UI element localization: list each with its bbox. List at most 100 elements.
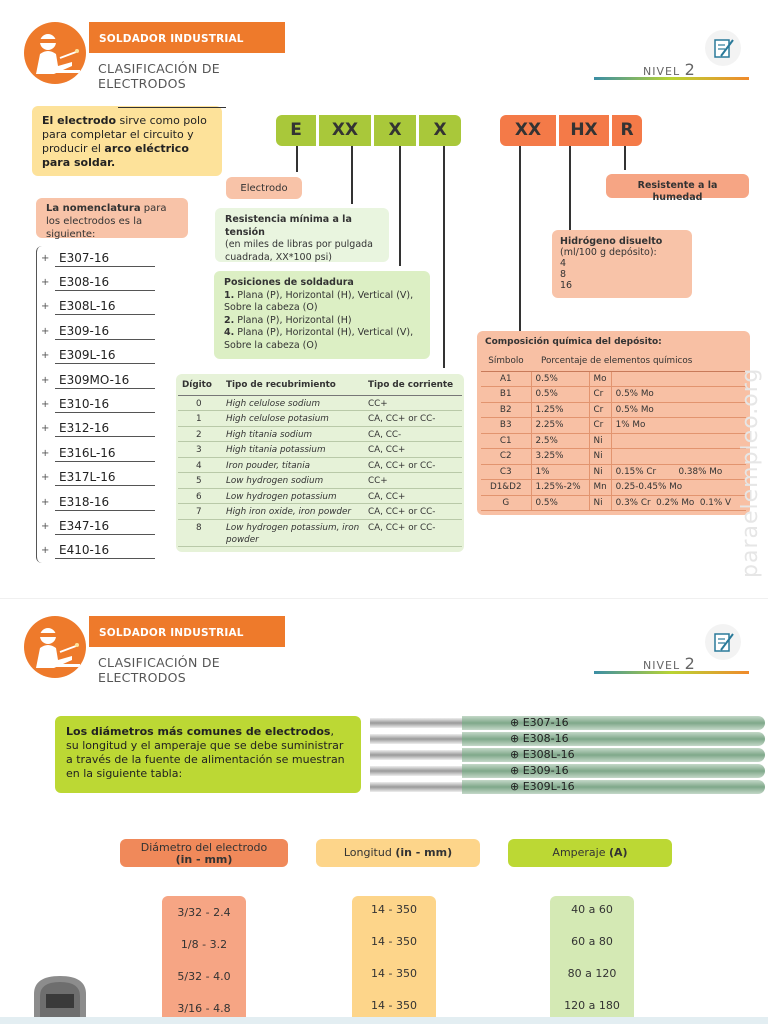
electrode-rod: ⊕ E308L-16 [370,748,765,762]
table-cell: CA, CC+ [364,441,462,458]
table-cell: Cr [589,417,612,434]
table-header: Símbolo [481,351,531,372]
table-cell: 7 [178,503,222,520]
humedad-label: Resistente a la humedad [606,174,749,203]
amperaje-column: 40 a 60 60 a 80 80 a 120 120 a 180 [550,896,634,1024]
table-cell: High celulose sodium [222,395,364,411]
table-cell [611,448,746,465]
code-group-1: E XX X X [276,115,461,146]
header-subtitle: CLASIFICACIÓN DE ELECTRODOS [98,61,220,91]
diametro-column: 3/32 - 2.4 1/8 - 3.2 5/32 - 4.0 3/16 - 4… [162,896,246,1024]
table-cell: 0.15% Cr 0.38% Mo [611,464,746,480]
table-cell: 2.25% [531,417,590,434]
table-cell: C3 [481,464,532,480]
electrode-rods: ⊕ E307-16 ⊕ E308-16 ⊕ E308L-16 ⊕ E309-16… [370,716,765,796]
table-cell: 0 [178,395,222,411]
table-cell: Ni [589,448,612,465]
table-cell: Cr [589,402,612,418]
table-cell: 14 - 350 [371,999,417,1012]
table-cell: 1.25% [531,402,590,418]
welder-logo-icon [24,616,86,678]
table-cell: Low hydrogen potassium [222,488,364,504]
header-title: SOLDADOR INDUSTRIAL [89,22,285,53]
decorative-bar [0,1017,768,1024]
table-cell: Ni [589,433,612,449]
nivel-indicator: NIVEL 2 [643,654,696,673]
table-cell: CA, CC- [364,426,462,442]
table-cell [611,371,746,387]
code-cell-xx: XX [319,115,371,146]
code-cell-e: E [276,115,316,146]
hidrogeno-box: Hidrógeno disuelto (ml/100 g depósito): … [552,230,692,298]
table-cell: CA, CC+ [364,488,462,504]
list-item: +E318-16 [41,490,166,514]
table-cell: CC+ [364,472,462,489]
table-cell: 8 [178,519,222,547]
table-cell: 1.25%-2% [531,479,590,496]
table-cell: B3 [481,417,532,434]
table-cell: B2 [481,402,532,418]
resistencia-box: Resistencia mínima a la tensión (en mile… [215,208,389,263]
longitud-header: Longitud (in - mm) [316,839,480,867]
code-cell-r: R [612,115,642,146]
table-cell: 0.25-0.45% Mo [611,479,746,496]
table-cell: 0.3% Cr 0.2% Mo 0.1% V [611,495,746,511]
connector-line [443,146,445,368]
table-cell: CA, CC+ or CC- [364,410,462,427]
list-item: +E309-16 [41,319,166,343]
table-cell: 3 [178,441,222,458]
table-cell: C1 [481,433,532,449]
connector-line [296,146,298,172]
table-header: Dígito [178,376,222,396]
table-cell: 1 [178,410,222,427]
table-cell: CA, CC+ or CC- [364,457,462,473]
table-cell: 40 a 60 [571,903,613,916]
table-header: Tipo de corriente [364,376,462,396]
table-cell: 0.5% [531,371,590,387]
diametro-header: Diámetro del electrodo (in - mm) [120,839,288,867]
list-item: +E308-16 [41,270,166,294]
code-cell-x1: X [374,115,416,146]
table-cell: High titania potassium [222,441,364,458]
table-cell: CA, CC+ or CC- [364,519,462,547]
table-cell: Iron pouder, titania [222,457,364,473]
nivel-line [594,77,749,80]
list-item: +E307-16 [41,246,166,270]
nivel-indicator: NIVEL 2 [643,60,696,79]
amperaje-header: Amperaje (A) [508,839,672,867]
table-cell: 3.25% [531,448,590,465]
watermark: paraelempleo.org [738,367,763,578]
table-cell: 14 - 350 [371,903,417,916]
table-cell: Cr [589,386,612,403]
list-item: +E312-16 [41,417,166,441]
table-cell: High titania sodium [222,426,364,442]
electrode-rod: ⊕ E309-16 [370,764,765,778]
list-item: +E316L-16 [41,441,166,465]
code-group-2: XX HX R [500,115,642,146]
electrodo-label: Electrodo [226,177,302,199]
table-cell: 0.5% [531,386,590,403]
electrode-rod: ⊕ E308-16 [370,732,765,746]
table-cell: 14 - 350 [371,967,417,980]
table-header: Porcentaje de elementos químicos [531,351,746,372]
table-cell: Ni [589,495,612,511]
list-item: +E310-16 [41,392,166,416]
table-cell: C2 [481,448,532,465]
